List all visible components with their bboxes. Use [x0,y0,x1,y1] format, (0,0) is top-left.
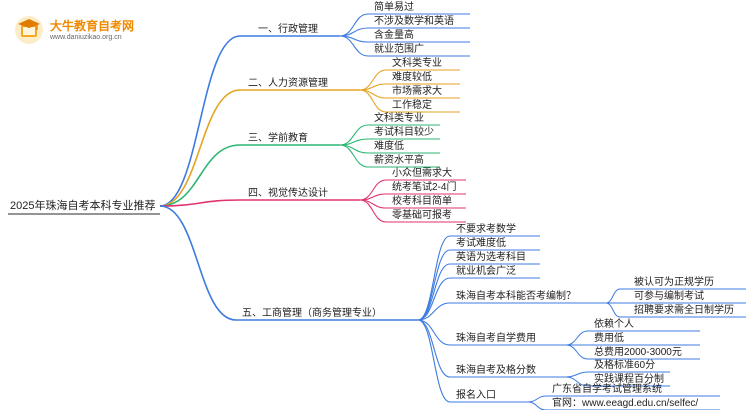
root-topic: 2025年珠海自考本科专业推荐 [10,200,156,212]
leaf-5-4: 就业机会广泛 [456,266,516,277]
branch-1-connector [159,35,241,207]
leaf-5-2-connector [417,249,451,321]
leaf-2-1: 文科类专业 [392,58,442,69]
sub-node-5-8-connector [417,319,451,403]
leaf-5-6-1: 依赖个人 [594,319,634,330]
leaf-5-7-1: 及格标准60分 [594,360,656,371]
leaf-4-1: 小众但需求大 [392,168,452,179]
leaf-2-3: 市场需求大 [392,86,442,97]
branch-5-label: 五、工商管理（商务管理专业） [242,308,382,319]
branch-3-label: 三、学前教育 [248,133,308,144]
leaf-5-5-2: 可参与编制考试 [634,291,704,302]
sub-node-5-7: 珠海自考及格分数 [456,365,536,376]
leaf-2-2: 难度较低 [392,72,432,83]
branch-1-label: 一、行政管理 [258,24,318,35]
leaf-3-4-connector [339,144,369,168]
leaf-5-5-3: 招聘要求需全日制学历 [634,305,734,316]
branch-3-connector [159,144,241,207]
leaf-5-5-1: 被认可为正规学历 [634,277,714,288]
sub-node-5-6: 珠海自考自学费用 [456,333,536,344]
leaf-5-8-1: 广东省自学考试管理系统 [552,384,662,395]
leaf-3-3: 难度低 [374,141,404,152]
leaf-5-6-3: 总费用2000-3000元 [594,347,682,358]
leaf-2-4-connector [359,89,387,113]
leaf-5-6-1-connector [565,330,589,346]
branch-4-connector [159,199,241,207]
leaf-5-7-2-connector [565,376,589,387]
graduation-book-logo-icon [15,16,43,44]
sub-node-5-7-connector [417,319,451,378]
leaf-5-7-1-connector [565,371,589,378]
leaf-4-3: 校考科目简单 [392,196,452,207]
branch-2-label: 二、人力资源管理 [248,78,328,89]
leaf-5-5-3-connector [605,302,621,318]
leaf-5-8-1-connector [527,395,547,403]
leaf-5-8-2: 官网：www.eeagd.edu.cn/selfec/ [552,398,699,409]
leaf-3-2: 考试科目较少 [374,127,434,138]
leaf-1-4-connector [339,35,369,57]
leaf-1-2: 不涉及数学和英语 [374,16,454,27]
sub-node-5-8: 报名入口 [456,390,496,401]
branch-4-label: 四、视觉传达设计 [248,188,328,199]
leaf-5-6-3-connector [565,344,589,360]
leaf-1-1-connector [339,13,369,37]
leaf-3-1: 文科类专业 [374,113,424,124]
branch-2-connector [159,89,241,207]
leaf-5-8-2-connector [527,401,547,410]
brand-title: 大牛教育自考网 [50,19,135,33]
leaf-5-1-connector [417,235,451,321]
brand-url: www.daniuzikao.org.cn [50,34,122,41]
leaf-5-2: 考试难度低 [456,238,506,249]
leaf-5-3: 英语为选考科目 [456,252,526,263]
leaf-1-1: 简单易过 [374,2,414,13]
leaf-1-4: 就业范围广 [374,44,424,55]
leaf-4-2: 统考笔试2-4门 [392,182,457,193]
leaf-4-4-connector [359,199,387,223]
leaf-5-1: 不要求考数学 [456,224,516,235]
sub-node-5-5-connector [417,302,451,321]
leaf-5-5-1-connector [605,288,621,304]
leaf-2-4: 工作稳定 [392,100,432,111]
leaf-5-7-2: 实践课程百分制 [594,374,664,385]
leaf-1-3: 含金量高 [374,30,414,41]
leaf-5-6-2: 费用低 [594,333,624,344]
sub-node-5-5: 珠海自考本科能否考编制？ [456,291,576,302]
leaf-5-4-connector [417,277,451,321]
branch-5-connector [159,205,237,321]
leaf-4-4: 零基础可报考 [392,210,452,221]
leaf-3-4: 薪资水平高 [374,155,424,166]
